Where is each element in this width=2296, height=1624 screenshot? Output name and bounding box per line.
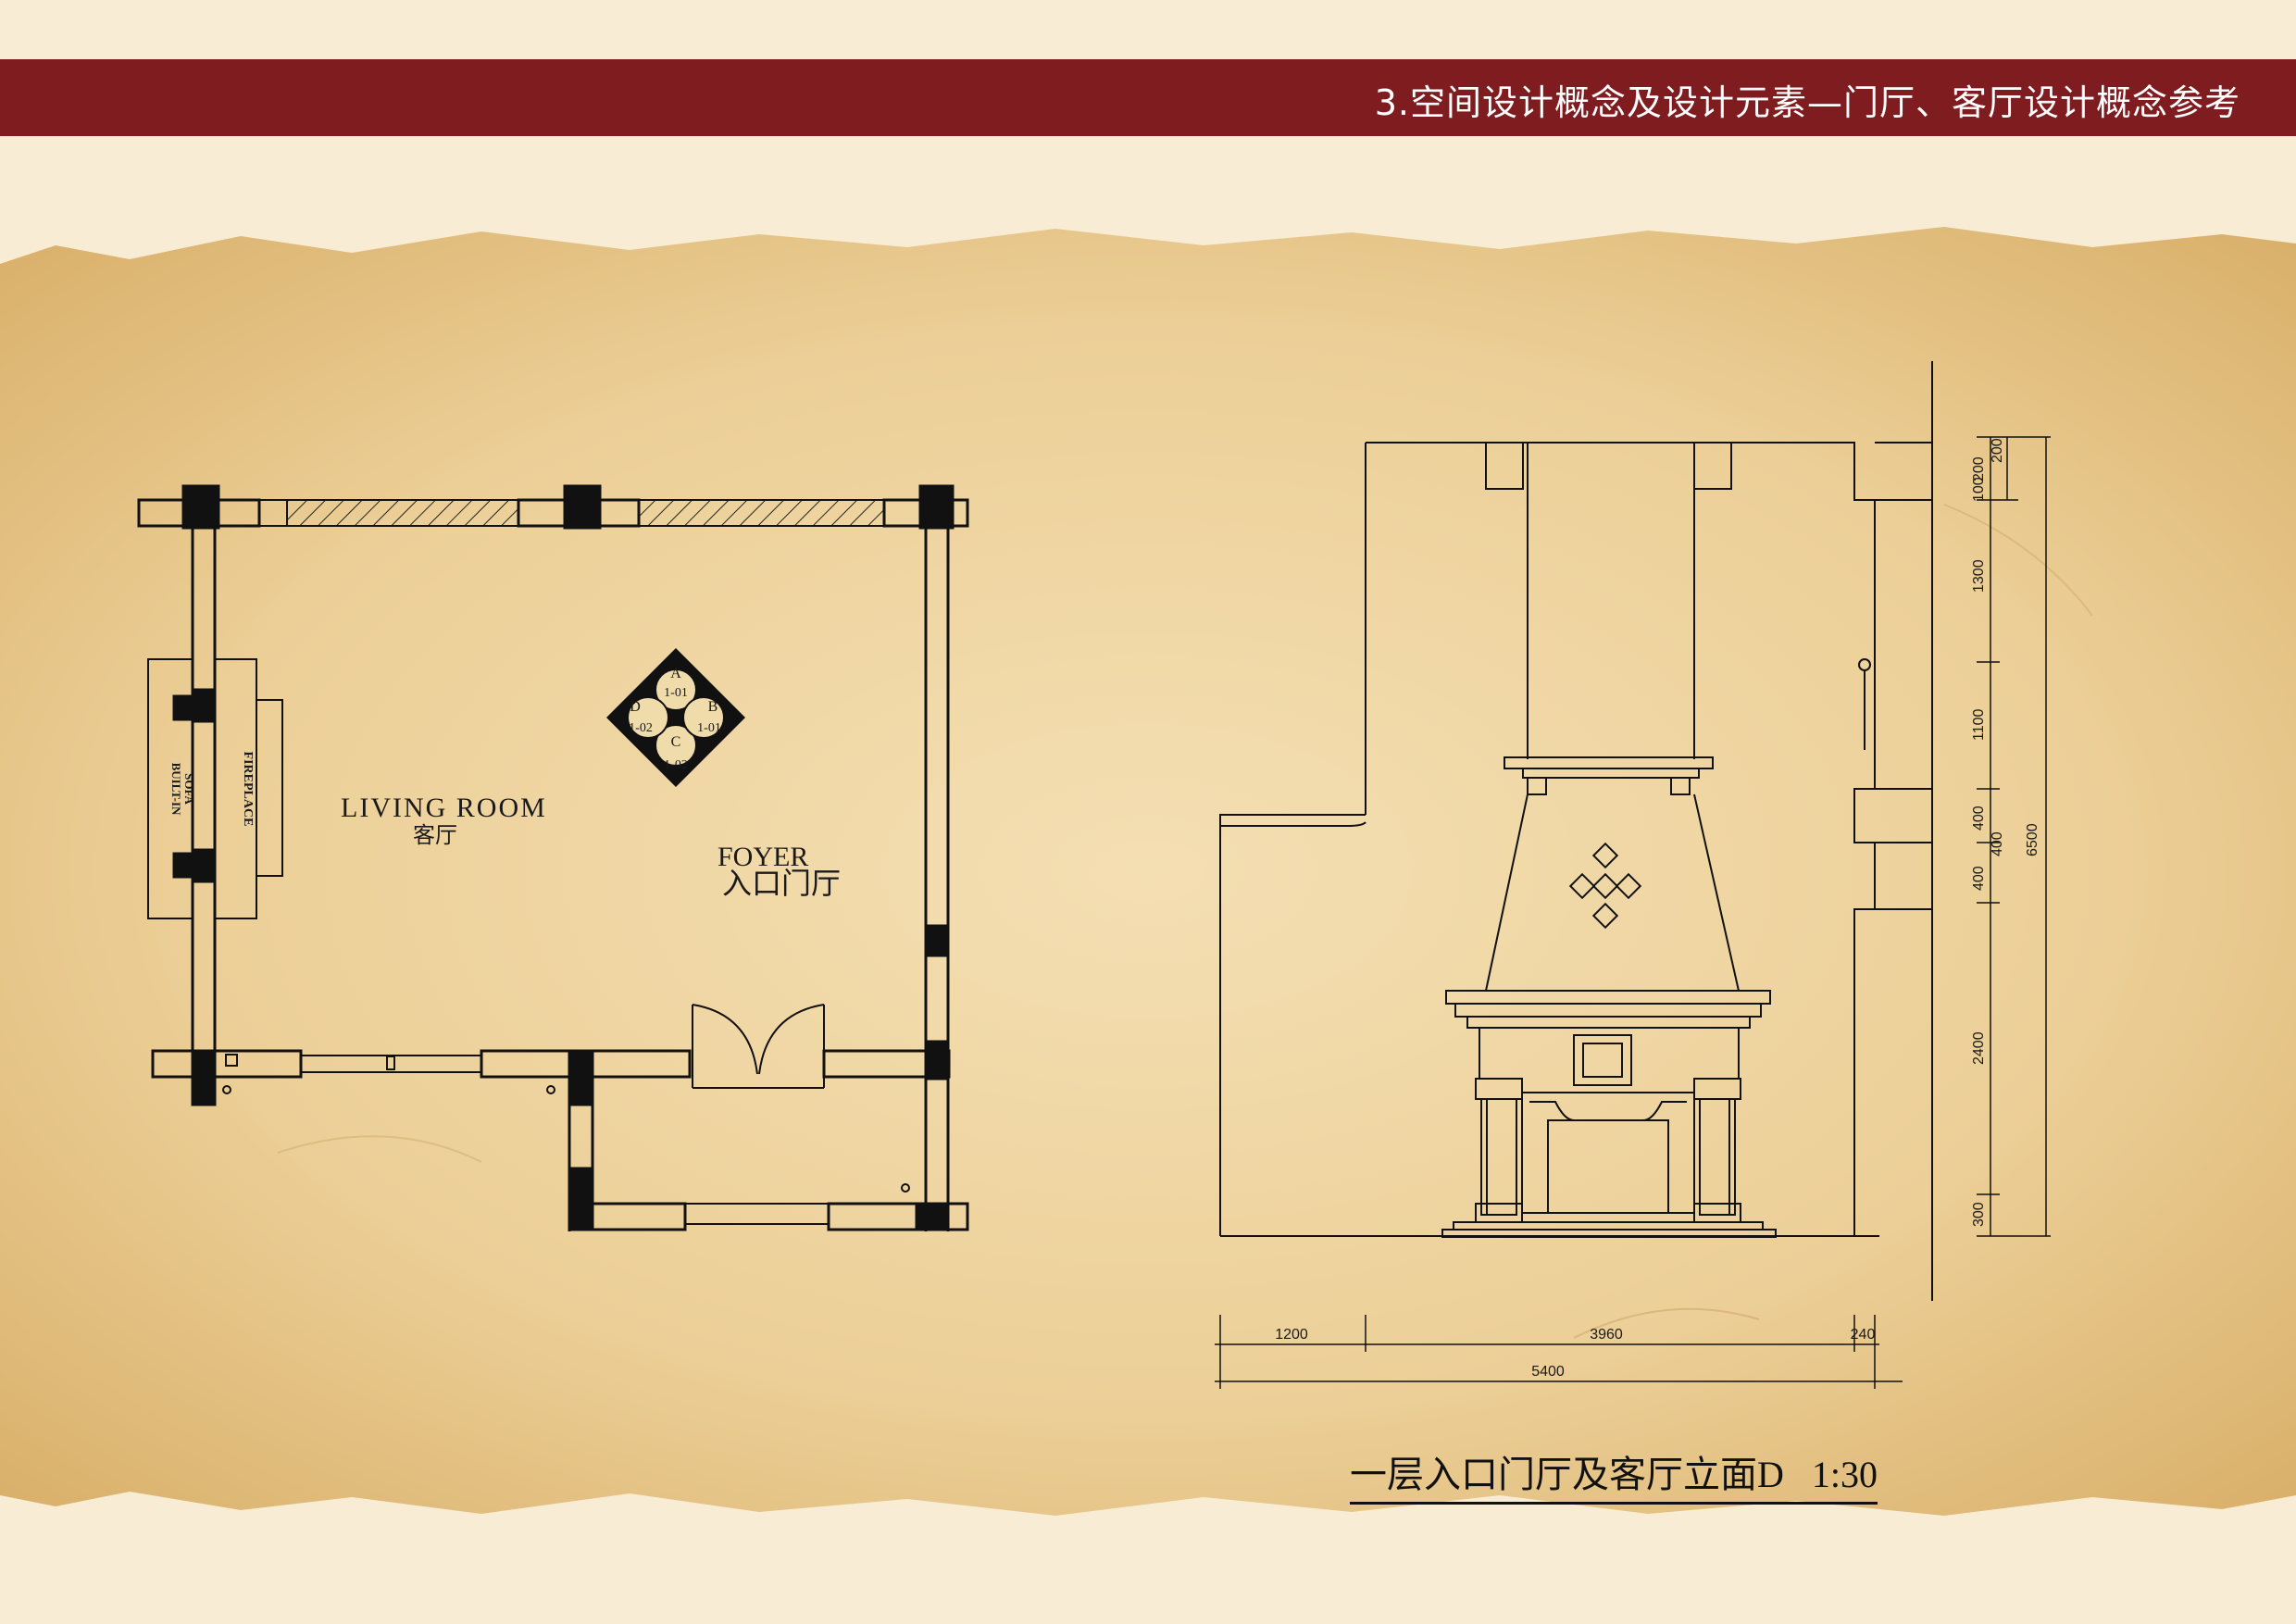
floor-plan — [137, 484, 969, 1231]
fireplace-label: FIREPLACE — [241, 752, 255, 827]
dim-v-7: 400 — [1971, 866, 1987, 891]
marker-d-letter: D — [630, 699, 641, 715]
foyer-label: FOYER — [718, 842, 808, 872]
page-title: 3.空间设计概念及设计元素—门厅、客厅设计概念参考 — [1374, 82, 2240, 123]
sofa-label: SOFA — [182, 773, 196, 805]
dim-v-1: 200 — [1990, 438, 2005, 463]
dim-v-4: 1100 — [1971, 708, 1987, 741]
index-marker: A 1-01 D 1-02 B 1-01 C 1-02 — [606, 648, 745, 787]
dim-h-2: 240 — [1851, 1327, 1876, 1343]
dim-v-6: 400 — [1990, 831, 2005, 856]
marker-b-ref: 1-01 — [697, 721, 721, 735]
dim-v-9: 300 — [1971, 1202, 1987, 1227]
foyer-label-cn: 入口门厅 — [722, 867, 841, 900]
marker-b-letter: B — [708, 699, 718, 715]
elevation-drawing — [1219, 361, 1933, 1301]
marker-a-letter: A — [670, 666, 681, 681]
marker-c-letter: C — [671, 734, 681, 750]
dim-h-1: 3960 — [1590, 1327, 1623, 1343]
dim-v-2: 100 — [1971, 477, 1987, 502]
dim-v-0: 200 — [1971, 456, 1987, 481]
dim-h-0: 1200 — [1275, 1327, 1308, 1343]
marker-a-ref: 1-01 — [664, 686, 688, 700]
drawing-caption: 一层入口门厅及客厅立面D 1:30 — [1350, 1444, 1878, 1505]
header-bar: 3.空间设计概念及设计元素—门厅、客厅设计概念参考 — [0, 59, 2296, 136]
vertical-dimensions — [1977, 436, 2051, 1237]
marker-d-ref: 1-02 — [629, 721, 653, 735]
dim-total-width: 5400 — [1531, 1364, 1565, 1380]
dim-v-3: 1300 — [1971, 559, 1987, 593]
living-room-label: LIVING ROOM — [341, 793, 547, 823]
vertical-dim-labels: 200 200 100 1300 1100 400 400 400 2400 3… — [1971, 438, 2040, 1227]
dim-total-height: 6500 — [2025, 823, 2040, 856]
built-in-label: BUILT-IN — [169, 763, 183, 816]
horizontal-dimensions — [1215, 1315, 1903, 1389]
dim-v-8: 2400 — [1971, 1031, 1987, 1065]
horizontal-dim-labels: 1200 3960 240 5400 — [1275, 1327, 1875, 1380]
living-room-label-cn: 客厅 — [413, 823, 457, 848]
dim-v-5: 400 — [1971, 806, 1987, 831]
marker-c-ref: 1-02 — [664, 758, 688, 772]
